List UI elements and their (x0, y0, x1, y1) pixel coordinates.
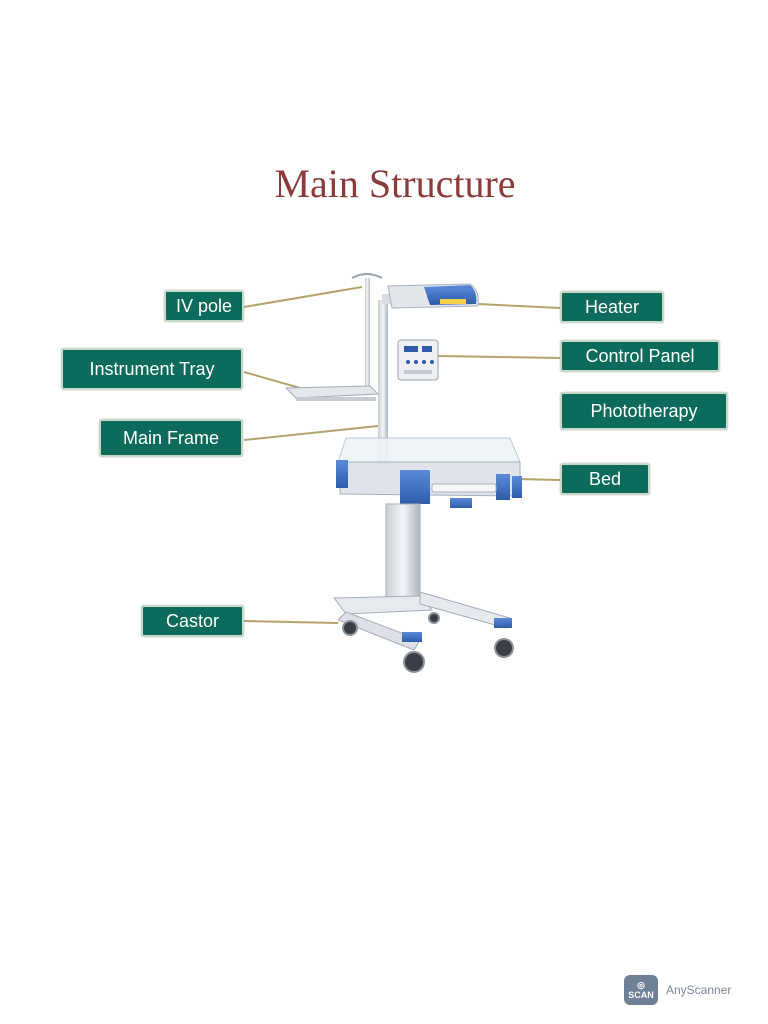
leader-castor (243, 620, 339, 624)
label-control-panel: Control Panel (560, 340, 720, 372)
label-bed: Bed (560, 463, 650, 495)
label-instrument-tray: Instrument Tray (61, 348, 243, 390)
label-heater: Heater (560, 291, 664, 323)
anyscanner-watermark: ◎ SCAN AnyScanner (624, 975, 731, 1005)
leader-iv-pole (243, 286, 363, 308)
label-phototherapy: Phototherapy (560, 392, 728, 430)
scan-logo-circle: ◎ (637, 980, 645, 990)
diagram-title: Main Structure (274, 161, 516, 206)
lower-column (385, 503, 421, 609)
leader-main-frame (243, 425, 379, 441)
label-iv-pole: IV pole (164, 290, 244, 322)
leader-control-panel (437, 355, 561, 359)
leader-bed (517, 478, 561, 481)
castor-wheels (342, 612, 514, 673)
iv-pole-shape (351, 273, 383, 388)
bed-shape (336, 437, 522, 508)
leader-instrument-tray (243, 371, 301, 389)
label-castor: Castor (141, 605, 244, 637)
heater-shape (382, 283, 479, 309)
instrument-tray-shape (284, 385, 380, 401)
scan-logo-text: SCAN (628, 990, 654, 1000)
watermark-brand: AnyScanner (666, 983, 732, 997)
scan-logo-icon: ◎ SCAN (624, 975, 658, 1005)
control-panel-shape (397, 339, 439, 381)
label-main-frame: Main Frame (99, 419, 243, 457)
leader-heater (477, 303, 561, 309)
main-column (378, 300, 388, 470)
base-shape (333, 591, 512, 651)
